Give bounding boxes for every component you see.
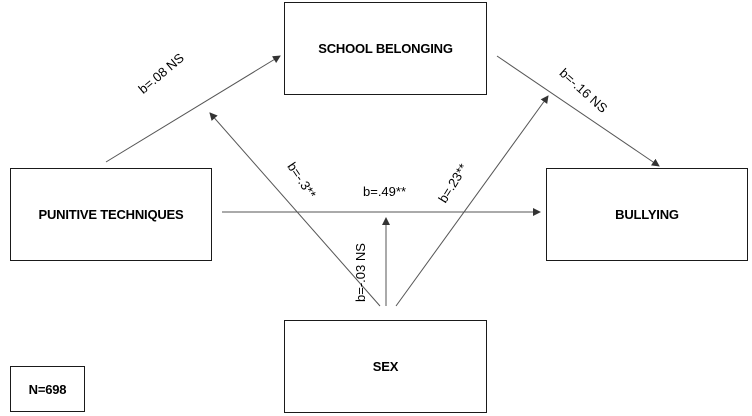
sample-size-label: N=698	[28, 381, 67, 397]
arrow-school-to-bullying	[496, 55, 660, 167]
node-punitive-techniques-label: PUNITIVE TECHNIQUES	[38, 207, 184, 222]
coef-punitive-to-bullying: b=.49**	[363, 184, 407, 199]
node-sex: SEX	[284, 320, 487, 413]
arrow-punitive-to-school	[105, 55, 281, 163]
node-bullying: BULLYING	[546, 168, 748, 261]
coef-sex-to-direct-path: b=-.03 NS	[353, 243, 368, 302]
node-school-belonging: SCHOOL BELONGING	[284, 2, 487, 95]
node-punitive-techniques: PUNITIVE TECHNIQUES	[10, 168, 212, 261]
node-school-belonging-label: SCHOOL BELONGING	[318, 41, 453, 56]
sample-size-box: N=698	[10, 366, 85, 412]
node-sex-label: SEX	[372, 359, 399, 374]
arrow-sex-to-bullying	[395, 95, 549, 307]
node-bullying-label: BULLYING	[615, 207, 679, 222]
arrow-sex-to-school	[209, 112, 381, 307]
